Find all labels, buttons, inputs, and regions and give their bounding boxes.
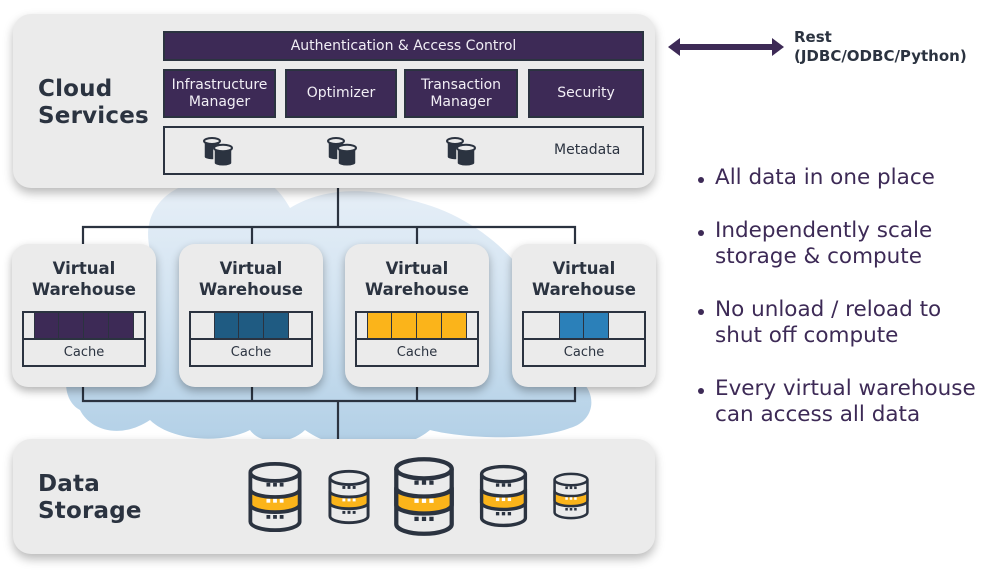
data-storage-title-line2: Storage — [38, 498, 142, 524]
virtual-warehouse-title: Virtual Warehouse — [179, 258, 323, 300]
compute-cell — [238, 313, 264, 338]
cloud-services-title: Cloud Services — [38, 76, 149, 130]
database-stack-icon — [327, 137, 357, 168]
compute-cell — [559, 313, 584, 338]
virtual-warehouse-2[interactable]: Virtual Warehouse Cache — [179, 244, 323, 387]
compute-cells — [24, 313, 144, 340]
bullet-line2: storage & compute — [715, 244, 922, 269]
service-label-line1: Transaction — [420, 76, 502, 93]
vw-title-line2: Warehouse — [365, 280, 469, 299]
feature-bullet: Independently scale storage & compute — [695, 218, 992, 270]
database-icon — [248, 461, 302, 533]
compute-cell — [84, 313, 109, 338]
cache-label: Cache — [230, 345, 272, 360]
service-label-line2: Manager — [188, 93, 251, 110]
metadata-box[interactable]: Metadata — [163, 126, 644, 175]
rest-label-line1: Rest — [794, 28, 832, 46]
database-icon — [328, 469, 370, 525]
virtual-warehouse-3[interactable]: Virtual Warehouse Cache — [345, 244, 489, 387]
bullet-line1: Every virtual warehouse — [715, 376, 976, 401]
cache-label: Cache — [563, 345, 605, 360]
warehouse-compute-box: Cache — [189, 311, 313, 367]
data-storage-panel: Data Storage — [13, 439, 655, 554]
cache-label: Cache — [396, 345, 438, 360]
bullet-line1: All data in one place — [715, 165, 935, 190]
double-arrow-icon — [668, 38, 784, 56]
connector-top-bus — [81, 225, 577, 246]
warehouse-compute-box: Cache — [522, 311, 646, 367]
vw-title-line1: Virtual — [219, 259, 283, 278]
compute-cell — [263, 313, 289, 338]
compute-cell — [213, 313, 239, 338]
vw-title-line1: Virtual — [52, 259, 116, 278]
virtual-warehouse-title: Virtual Warehouse — [345, 258, 489, 300]
data-storage-title: Data Storage — [38, 471, 142, 525]
vw-title-line1: Virtual — [552, 259, 616, 278]
rest-interface-label: Rest (JDBC/ODBC/Python) — [794, 28, 967, 66]
service-label-line1: Security — [557, 85, 615, 101]
compute-cell — [442, 313, 467, 338]
warehouse-compute-box: Cache — [355, 311, 479, 367]
service-label-line2: Manager — [430, 93, 492, 110]
cloud-services-title-line1: Cloud — [38, 76, 113, 102]
auth-access-control-label: Authentication & Access Control — [290, 37, 517, 54]
database-icon — [553, 472, 589, 520]
virtual-warehouse-title: Virtual Warehouse — [512, 258, 656, 300]
bullet-line2: can access all data — [715, 402, 921, 427]
vw-title-line2: Warehouse — [199, 280, 303, 299]
vw-title-line2: Warehouse — [32, 280, 136, 299]
auth-access-control-bar[interactable]: Authentication & Access Control — [163, 31, 644, 61]
compute-cell — [59, 313, 84, 338]
bullet-line1: Independently scale — [715, 218, 933, 243]
compute-cells — [524, 313, 644, 340]
virtual-warehouse-title: Virtual Warehouse — [12, 258, 156, 300]
service-label-line1: Infrastructure — [171, 76, 268, 93]
vw-title-line2: Warehouse — [532, 280, 636, 299]
cache-label: Cache — [63, 345, 105, 360]
feature-bullet: No unload / reload to shut off compute — [695, 297, 992, 349]
feature-bullet: Every virtual warehouse can access all d… — [695, 376, 992, 428]
compute-cell — [109, 313, 134, 338]
compute-cell — [392, 313, 417, 338]
compute-cell — [34, 313, 59, 338]
compute-cell — [367, 313, 392, 338]
compute-cell — [584, 313, 609, 338]
database-stack-icon — [446, 137, 476, 168]
service-optimizer[interactable]: Optimizer — [285, 69, 397, 118]
cloud-services-panel: Cloud Services Authentication & Access C… — [13, 14, 655, 188]
bullet-line1: No unload / reload to — [715, 297, 942, 322]
feature-bullet-list: All data in one place Independently scal… — [695, 165, 992, 455]
service-security[interactable]: Security — [528, 69, 644, 118]
connector-bottom-bus — [81, 385, 577, 403]
compute-cells — [357, 313, 477, 340]
database-icon — [394, 457, 454, 536]
compute-cell — [417, 313, 442, 338]
database-icon — [479, 464, 528, 528]
vw-title-line1: Virtual — [385, 259, 449, 278]
bullet-line2: shut off compute — [715, 323, 899, 348]
rest-label-line2: (JDBC/ODBC/Python) — [794, 47, 967, 65]
service-label-line1: Optimizer — [306, 85, 376, 101]
virtual-warehouse-4[interactable]: Virtual Warehouse Cache — [512, 244, 656, 387]
data-storage-title-line1: Data — [38, 471, 100, 497]
virtual-warehouse-1[interactable]: Virtual Warehouse Cache — [12, 244, 156, 387]
cloud-services-title-line2: Services — [38, 103, 149, 129]
feature-bullet: All data in one place — [695, 165, 992, 191]
database-stack-icon — [203, 137, 233, 168]
warehouse-compute-box: Cache — [22, 311, 146, 367]
compute-cells — [191, 313, 311, 340]
metadata-label: Metadata — [554, 142, 621, 158]
